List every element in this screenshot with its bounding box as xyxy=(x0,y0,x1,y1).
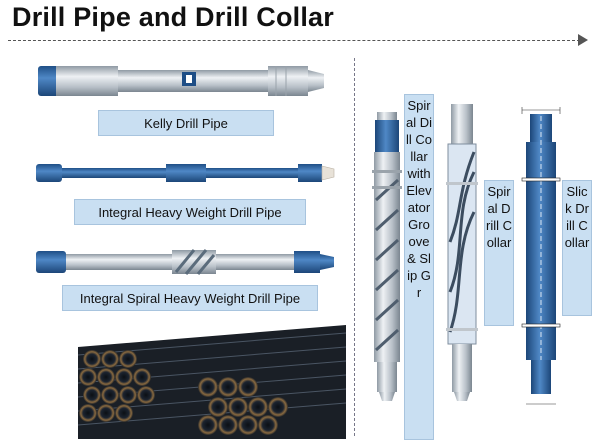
slick-drill-collar-label: Slick Drill Collar xyxy=(562,180,592,316)
integral-heavy-weight-drill-pipe-label: Integral Heavy Weight Drill Pipe xyxy=(74,199,306,225)
pipe-stack-photo xyxy=(77,325,347,439)
slick-drill-collar-image xyxy=(521,107,561,405)
spiral-drill-collar-image xyxy=(446,104,478,401)
title-underline xyxy=(8,40,580,41)
kelly-drill-pipe-label: Kelly Drill Pipe xyxy=(98,110,274,136)
integral-spiral-heavy-weight-drill-pipe-label: Integral Spiral Heavy Weight Drill Pipe xyxy=(62,285,318,311)
arrow-right-icon xyxy=(578,34,588,46)
spiral-drill-collar-with-elevator-groove-image xyxy=(372,112,402,401)
column-divider xyxy=(354,58,355,436)
spiral-drill-collar-label: Spiral Drill Collar xyxy=(484,180,514,326)
kelly-drill-pipe-image xyxy=(38,66,324,96)
integral-heavy-weight-drill-pipe-image xyxy=(36,164,335,182)
spiral-drill-collar-with-elevator-groove-label: Spiral Dill Collar with Elevator Groove … xyxy=(404,94,434,440)
integral-spiral-heavy-weight-drill-pipe-image xyxy=(36,249,334,275)
page-title: Drill Pipe and Drill Collar xyxy=(12,2,334,32)
